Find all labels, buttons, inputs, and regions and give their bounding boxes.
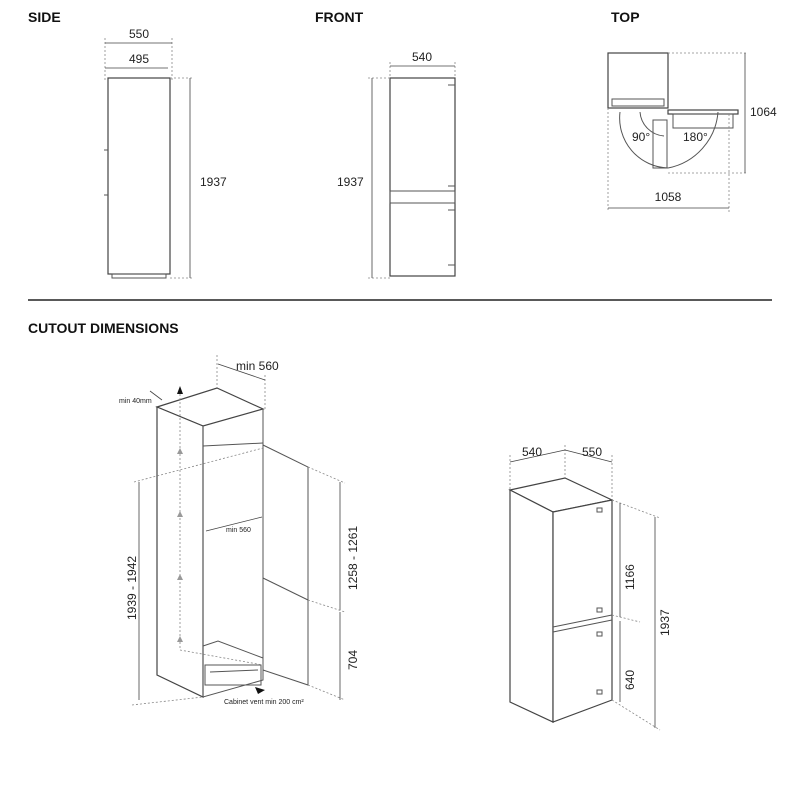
appliance-height-label: 1937 [658,609,672,636]
cutout-top-clearance-label: min 40mm [119,398,152,405]
top-view: 90° 180° 1064 1058 [607,52,777,212]
appliance-width-label: 540 [522,445,542,459]
cutout-inner-width-label: min 560 [226,527,251,534]
appliance-drawing: 540 550 1166 640 1937 [508,445,672,731]
side-heading: SIDE [28,9,61,25]
front-width-label: 540 [412,50,432,64]
top-heading: TOP [611,9,640,25]
side-view: 550 495 1937 [104,27,227,279]
cutout-heading: CUTOUT DIMENSIONS [28,320,179,336]
cabinet-vent-note: Cabinet vent min 200 cm² [224,699,304,706]
cutout-lower-door-label: 704 [346,650,360,670]
front-height-label: 1937 [337,175,364,189]
cutout-top-width-label: min 560 [236,359,279,373]
angle-180-label: 180° [683,130,708,144]
appliance-lower-door-label: 640 [623,670,637,690]
top-depth-label: 1064 [750,105,777,119]
angle-90-label: 90° [632,130,650,144]
appliance-upper-door-label: 1166 [623,564,637,590]
appliance-depth-label: 550 [582,445,602,459]
side-depth-body-label: 495 [129,52,149,66]
front-heading: FRONT [315,9,364,25]
cutout-upper-door-label: 1258 - 1261 [346,526,360,590]
side-height-label: 1937 [200,175,227,189]
side-depth-total-label: 550 [129,27,149,41]
top-width-label: 1058 [655,190,682,204]
cutout-height-label: 1939 - 1942 [125,556,139,620]
cutout-cabinet-drawing: min 560 min 40mm min 560 1939 - 1942 125… [119,355,360,706]
front-view: 540 1937 [337,50,456,279]
